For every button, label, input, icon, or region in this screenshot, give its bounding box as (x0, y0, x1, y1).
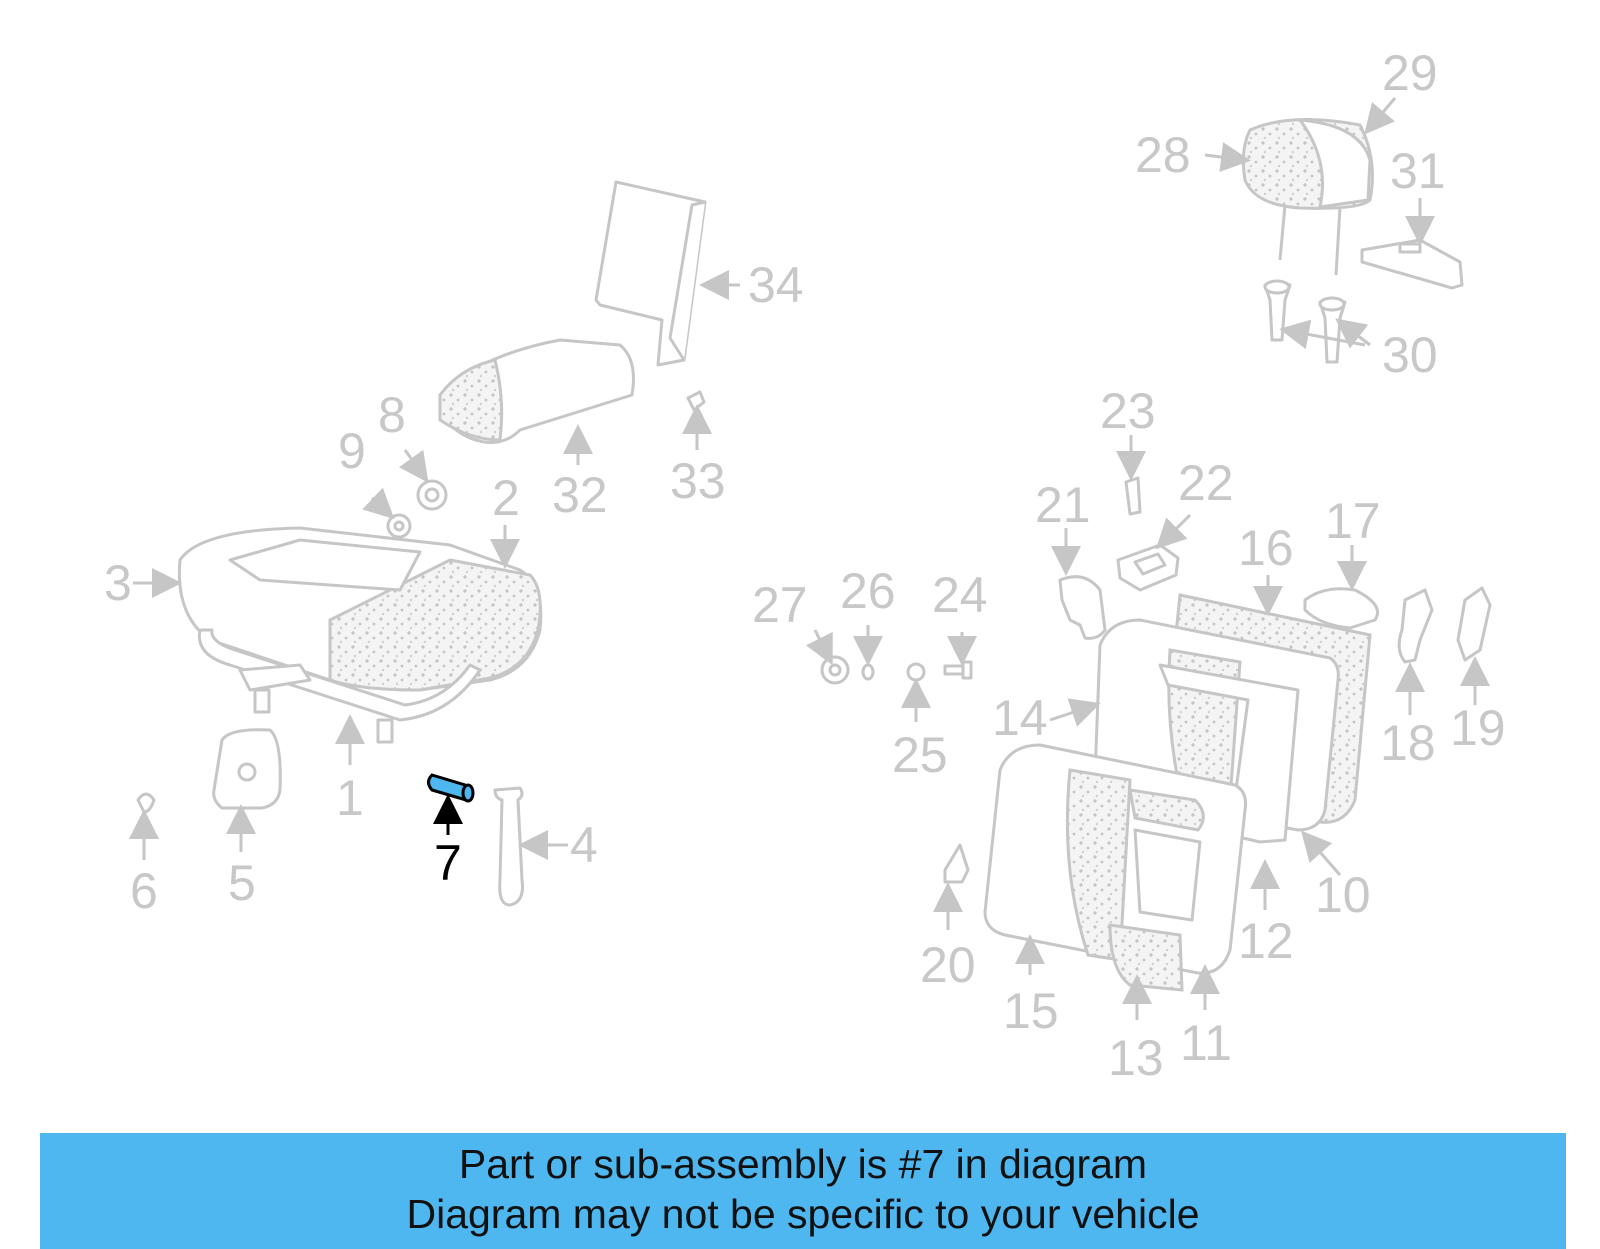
part-25-nut (906, 662, 926, 682)
callout-30[interactable]: 30 (1382, 327, 1438, 383)
callout-8[interactable]: 8 (378, 387, 406, 443)
callout-21[interactable]: 21 (1035, 477, 1091, 533)
callout-14[interactable]: 14 (992, 690, 1048, 746)
part-27-grommet (820, 655, 850, 685)
leader-lines (129, 97, 1490, 1020)
part-1-seat-frame (197, 628, 482, 744)
part-15-seatback-front (983, 743, 1247, 992)
callout-7[interactable]: 7 (434, 835, 462, 891)
parts-diagram: 34 32 33 8 9 2 3 1 5 6 4 7 27 26 24 25 2… (104, 45, 1506, 1086)
part-4-strap (493, 786, 524, 907)
part-34-back-panel (594, 180, 707, 367)
callout-34[interactable]: 34 (748, 257, 804, 313)
part-17-cover (1303, 587, 1379, 630)
part-6-clip (136, 792, 156, 814)
callout-11[interactable]: 11 (1180, 1015, 1232, 1071)
part-5-cover (212, 728, 282, 810)
part-31-bracket (1360, 238, 1464, 290)
callout-32[interactable]: 32 (552, 467, 608, 523)
callout-29[interactable]: 29 (1382, 45, 1438, 101)
callout-24[interactable]: 24 (932, 567, 988, 623)
part-3-seat-cushion (177, 526, 543, 692)
part-18-bracket (1397, 588, 1434, 664)
callout-17[interactable]: 17 (1325, 493, 1381, 549)
callouts: 34 32 33 8 9 2 3 1 5 6 4 7 27 26 24 25 2… (104, 45, 1506, 1086)
callout-2[interactable]: 2 (492, 470, 520, 526)
part-33-clip (686, 390, 706, 412)
info-banner: Part or sub-assembly is #7 in diagram Di… (40, 1133, 1566, 1249)
callout-26[interactable]: 26 (840, 563, 896, 619)
part-7-pin-highlighted[interactable] (427, 773, 475, 803)
callout-12[interactable]: 12 (1238, 913, 1294, 969)
part-12-panel (1158, 663, 1300, 844)
part-21-latch (1058, 575, 1107, 640)
callout-4[interactable]: 4 (570, 817, 598, 873)
callout-1[interactable]: 1 (336, 770, 364, 826)
callout-6[interactable]: 6 (130, 863, 158, 919)
banner-line-disclaimer: Diagram may not be specific to your vehi… (406, 1191, 1200, 1237)
callout-23[interactable]: 23 (1100, 383, 1156, 439)
callout-13[interactable]: 13 (1108, 1030, 1164, 1086)
part-22-bezel (1116, 543, 1180, 592)
part-24-bolt (943, 660, 973, 680)
callout-9[interactable]: 9 (338, 423, 366, 479)
callout-10[interactable]: 10 (1315, 867, 1371, 923)
part-32-cushion (438, 338, 635, 444)
part-9-washer (386, 513, 412, 539)
part-23-clip (1124, 476, 1142, 516)
callout-18[interactable]: 18 (1380, 715, 1436, 771)
callout-20[interactable]: 20 (920, 937, 976, 993)
part-19-bracket (1456, 586, 1492, 662)
callout-31[interactable]: 31 (1390, 143, 1446, 199)
callout-28[interactable]: 28 (1135, 127, 1191, 183)
part-30-guides (1263, 279, 1347, 364)
callout-22[interactable]: 22 (1178, 455, 1234, 511)
part-20-bracket (943, 843, 970, 884)
part-26-ring (861, 663, 875, 681)
callout-3[interactable]: 3 (104, 555, 132, 611)
callout-25[interactable]: 25 (892, 727, 948, 783)
callout-5[interactable]: 5 (228, 855, 256, 911)
callout-33[interactable]: 33 (670, 453, 726, 509)
callout-16[interactable]: 16 (1238, 520, 1294, 576)
part-28-headrest (1241, 118, 1374, 276)
callout-15[interactable]: 15 (1003, 983, 1059, 1039)
banner-line-part-number: Part or sub-assembly is #7 in diagram (458, 1141, 1148, 1187)
callout-19[interactable]: 19 (1450, 700, 1506, 756)
part-8-knob (416, 479, 448, 511)
callout-27[interactable]: 27 (752, 577, 808, 633)
